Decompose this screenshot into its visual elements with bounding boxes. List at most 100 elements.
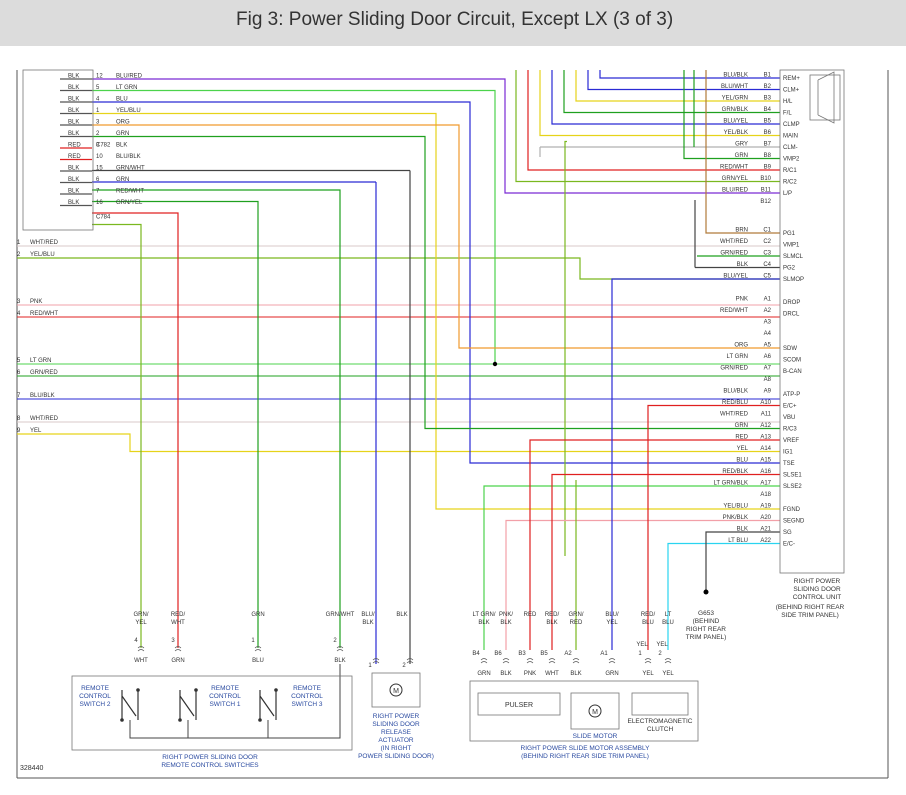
unit-pin-number: C4 bbox=[763, 262, 771, 268]
unit-pin-function: FGND bbox=[783, 507, 801, 513]
connector-pin-number: 3 bbox=[96, 120, 100, 126]
motor-wire-top-label: RED/ bbox=[545, 612, 560, 618]
switch-terminal bbox=[194, 688, 198, 692]
switch-wire-bottom-label: BLK bbox=[334, 658, 345, 664]
connector-wire-label: GRN bbox=[116, 177, 129, 183]
motor-assembly-caption: (BEHIND RIGHT REAR SIDE TRIM PANEL) bbox=[521, 753, 649, 760]
switch-wire-top-label: YEL bbox=[135, 620, 147, 626]
left-wire-label: GRN/RED bbox=[30, 370, 58, 376]
left-wire-label: RED/WHT bbox=[30, 311, 58, 317]
connector-pin-number: 16 bbox=[96, 200, 103, 206]
switch-contact-icon bbox=[259, 690, 277, 720]
wire-layer bbox=[17, 70, 780, 739]
switch-wire-top-label: RED/ bbox=[171, 612, 186, 618]
unit-wire-label: RED/BLU bbox=[722, 400, 748, 406]
ground-point bbox=[703, 589, 709, 595]
unit-wire-label: PNK/BLK bbox=[723, 515, 748, 521]
left-wire-number: 5 bbox=[17, 358, 21, 364]
unit-top-wire bbox=[563, 70, 780, 114]
unit-wire-label: WHT/RED bbox=[720, 412, 749, 418]
motor-wire-top-label: RED bbox=[524, 612, 537, 618]
left-wire-label: BLU/BLK bbox=[30, 393, 55, 399]
motor-wire-bottom-label: PNK bbox=[524, 671, 536, 677]
unit-pin-function: VBU bbox=[783, 415, 795, 421]
unit-pin-function: E/C- bbox=[783, 542, 795, 548]
switch-label: CONTROL bbox=[209, 693, 241, 700]
unit-pin-function: SG bbox=[783, 530, 792, 536]
unit-pin-function: PG1 bbox=[783, 231, 796, 237]
unit-pin-number: A12 bbox=[760, 423, 771, 429]
motor-connector-symbol bbox=[548, 658, 556, 664]
motor-wire-top-label: BLK bbox=[500, 620, 511, 626]
left-wire-label: YEL bbox=[30, 428, 42, 434]
unit-pin-function: VMP2 bbox=[783, 157, 800, 163]
unit-wire-label: GRN/YEL bbox=[722, 176, 749, 182]
motor-wire-top-label: LT GRN/ bbox=[472, 612, 495, 618]
switch-feed-wire bbox=[92, 212, 179, 648]
connector-wire-label: GRN/WHT bbox=[116, 166, 145, 172]
wire-brn-c1 bbox=[705, 70, 780, 234]
switch-contact-icon bbox=[179, 690, 197, 720]
unit-top-wire bbox=[539, 70, 780, 137]
actuator-caption: POWER SLIDING DOOR) bbox=[358, 753, 434, 760]
actuator-motor-letter: M bbox=[393, 688, 399, 695]
switch-wire-bottom-label: GRN bbox=[171, 658, 184, 664]
unit-pin-number: A11 bbox=[761, 412, 772, 418]
unit-pin-number: A18 bbox=[760, 492, 771, 498]
unit-wire-label: BLU/YEL bbox=[723, 274, 748, 280]
unit-wire-label: BLU/BLK bbox=[723, 389, 748, 395]
motor-pin-number: A2 bbox=[564, 651, 572, 657]
motor-pin-number: 2 bbox=[658, 651, 662, 657]
unit-pin-number: A21 bbox=[760, 527, 771, 533]
switch-label: SWITCH 3 bbox=[291, 701, 322, 708]
unit-pin-number: A17 bbox=[760, 481, 771, 487]
actuator-box bbox=[371, 672, 421, 708]
connector-housing-color: BLK bbox=[68, 200, 79, 206]
motor-connector-symbol bbox=[644, 658, 652, 664]
control-unit-name: CONTROL UNIT bbox=[793, 594, 842, 601]
motor-wire-top-label: BLU/ bbox=[605, 612, 619, 618]
connector-pin-number: 4 bbox=[96, 97, 100, 103]
unit-pin-function: SLSE2 bbox=[783, 484, 802, 490]
unit-pin-number: A20 bbox=[760, 515, 771, 521]
switch-label: SWITCH 1 bbox=[209, 701, 240, 708]
unit-top-wire bbox=[527, 70, 780, 171]
unit-pin-number: A5 bbox=[764, 343, 772, 349]
remote-switch-box bbox=[71, 675, 353, 751]
connector-housing-color: BLK bbox=[68, 131, 79, 137]
unit-wire-label: RED/WHT bbox=[720, 165, 748, 171]
clutch-label: ELECTROMAGNETIC bbox=[627, 718, 692, 725]
connector-pin-number: 6 bbox=[96, 177, 100, 183]
motor-connector-symbol bbox=[526, 658, 534, 664]
wire-yel-blu-a19 bbox=[92, 112, 780, 510]
unit-pin-function: ATP-P bbox=[783, 392, 800, 398]
switch-contact-icon bbox=[121, 690, 139, 720]
pulser-box bbox=[477, 692, 561, 716]
connector-wire-label: LT GRN bbox=[116, 85, 137, 91]
left-connector-block bbox=[22, 69, 94, 231]
unit-pin-function: L/P bbox=[783, 191, 792, 197]
unit-pin-function: VMP1 bbox=[783, 243, 800, 249]
unit-wire-label: BLK bbox=[737, 262, 748, 268]
motor-assembly-box bbox=[469, 680, 699, 742]
left-wire-number: 8 bbox=[17, 416, 21, 422]
unit-pin-number: B1 bbox=[764, 73, 772, 79]
unit-wire-label: GRN bbox=[735, 423, 748, 429]
motor-connector-symbol bbox=[608, 658, 616, 664]
switch-wire-top-label: GRN/WHT bbox=[326, 612, 355, 618]
unit-wire-label: WHT/RED bbox=[720, 239, 749, 245]
unit-wire-label: LT GRN/BLK bbox=[714, 481, 748, 487]
connector-wire-label: GRN/YEL bbox=[116, 200, 143, 206]
unit-wire-label: RED/BLK bbox=[722, 469, 748, 475]
unit-top-wire bbox=[575, 70, 780, 102]
switch-terminal bbox=[274, 688, 278, 692]
unit-pin-number: C5 bbox=[763, 274, 771, 280]
ground-location-label: (BEHIND bbox=[693, 618, 720, 625]
unit-pin-function: CLM+ bbox=[783, 88, 800, 94]
component-layer bbox=[22, 69, 845, 751]
actuator-pin-number: 2 bbox=[402, 663, 406, 669]
wire-blu-red-b11 bbox=[92, 78, 780, 194]
unit-pin-number: B5 bbox=[764, 119, 772, 125]
connector-housing-color: BLK bbox=[68, 74, 79, 80]
connector-c782-label: C782 bbox=[96, 142, 111, 148]
